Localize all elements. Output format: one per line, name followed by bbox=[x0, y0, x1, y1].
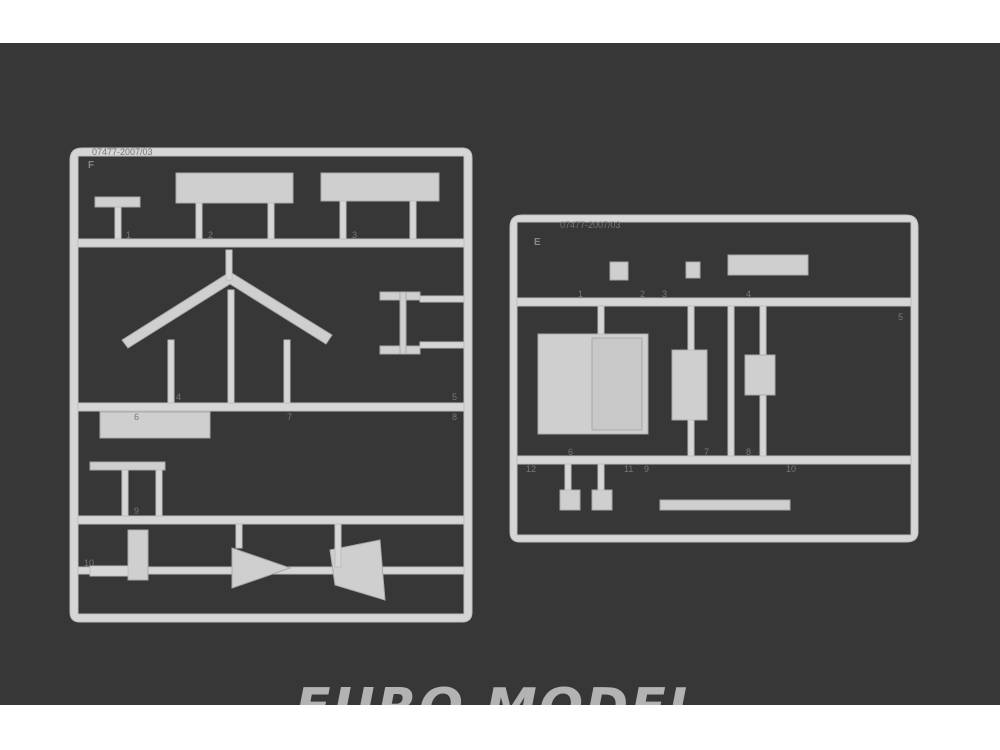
part-number: 9 bbox=[134, 506, 139, 516]
part-number: 6 bbox=[568, 447, 573, 457]
part-number: 2 bbox=[640, 289, 645, 299]
sprue-letter: F bbox=[88, 160, 94, 171]
part-number: 6 bbox=[134, 412, 139, 422]
part-number: 3 bbox=[352, 230, 357, 240]
part-number: 3 bbox=[662, 289, 667, 299]
part-number: 11 bbox=[624, 464, 633, 474]
part-number: 4 bbox=[176, 392, 181, 402]
part-number: 4 bbox=[746, 289, 751, 299]
sprue-e bbox=[509, 214, 919, 543]
sprue-letter: E bbox=[534, 237, 541, 248]
part-number: 8 bbox=[452, 412, 457, 422]
part-number: 8 bbox=[746, 447, 751, 457]
part-number: 7 bbox=[704, 447, 709, 457]
part-number: 10 bbox=[84, 558, 94, 568]
watermark-text: EURO MODEL bbox=[295, 678, 703, 705]
part-number: 9 bbox=[644, 464, 649, 474]
part-number: 12 bbox=[526, 464, 536, 474]
part-number: 5 bbox=[452, 392, 457, 402]
part-number: 10 bbox=[786, 464, 796, 474]
part-number: 1 bbox=[578, 289, 583, 299]
part-number: 2 bbox=[208, 230, 213, 240]
sprue-code: 07477-2007/03 bbox=[92, 147, 153, 157]
part-number: 1 bbox=[126, 230, 131, 240]
sprue-code: 07477-2007/03 bbox=[560, 220, 621, 230]
part-number: 7 bbox=[287, 412, 292, 422]
sprue-f bbox=[69, 147, 473, 623]
part-number: 5 bbox=[898, 312, 903, 322]
